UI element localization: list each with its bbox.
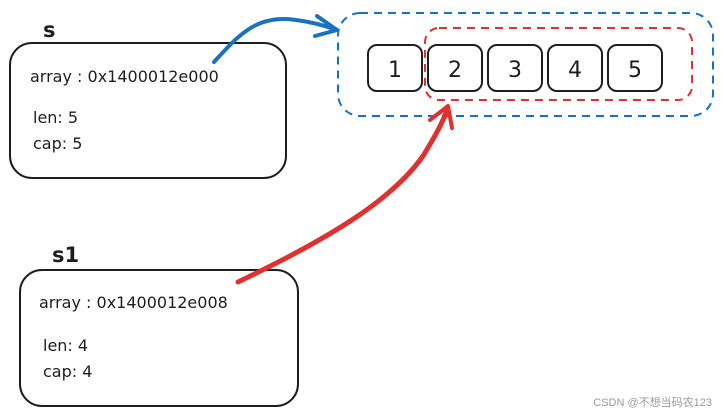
array-cell: 5	[607, 44, 663, 92]
s1-cap: cap: 4	[43, 362, 92, 381]
s1-struct-box	[19, 269, 299, 407]
array-cell-box	[427, 44, 483, 92]
array-cell-value: 1	[388, 58, 402, 83]
array-cell: 4	[547, 44, 603, 92]
watermark: CSDN @不想当码农123	[593, 395, 712, 409]
s1-backing-region	[424, 27, 693, 101]
s-cap: cap: 5	[33, 134, 82, 153]
array-cell-value: 3	[508, 58, 522, 83]
s-struct-box	[9, 42, 287, 179]
s-len: len: 5	[33, 108, 78, 127]
array-cell: 2	[427, 44, 483, 92]
array-cell-value: 4	[568, 58, 582, 83]
s-arrow-head	[313, 14, 339, 38]
s1-array-pointer: array : 0x1400012e008	[39, 293, 228, 312]
array-cell: 1	[367, 44, 423, 92]
s-label: s	[43, 18, 56, 42]
array-cell: 3	[487, 44, 543, 92]
array-cell-box	[547, 44, 603, 92]
s1-arrow-line	[235, 105, 451, 285]
array-cell-value: 5	[628, 58, 642, 83]
s-backing-region	[337, 12, 714, 117]
s1-label: s1	[52, 243, 79, 267]
s-pointer-arrow	[212, 14, 339, 64]
array-cell-box	[607, 44, 663, 92]
s1-arrow-head	[428, 104, 454, 130]
s1-pointer-arrow	[235, 104, 454, 285]
array-cell-value: 2	[448, 58, 462, 83]
s1-len: len: 4	[43, 336, 88, 355]
array-cell-box	[367, 44, 423, 92]
s-arrow-line	[212, 17, 339, 64]
array-cell-box	[487, 44, 543, 92]
s-array-pointer: array : 0x1400012e000	[30, 67, 219, 86]
